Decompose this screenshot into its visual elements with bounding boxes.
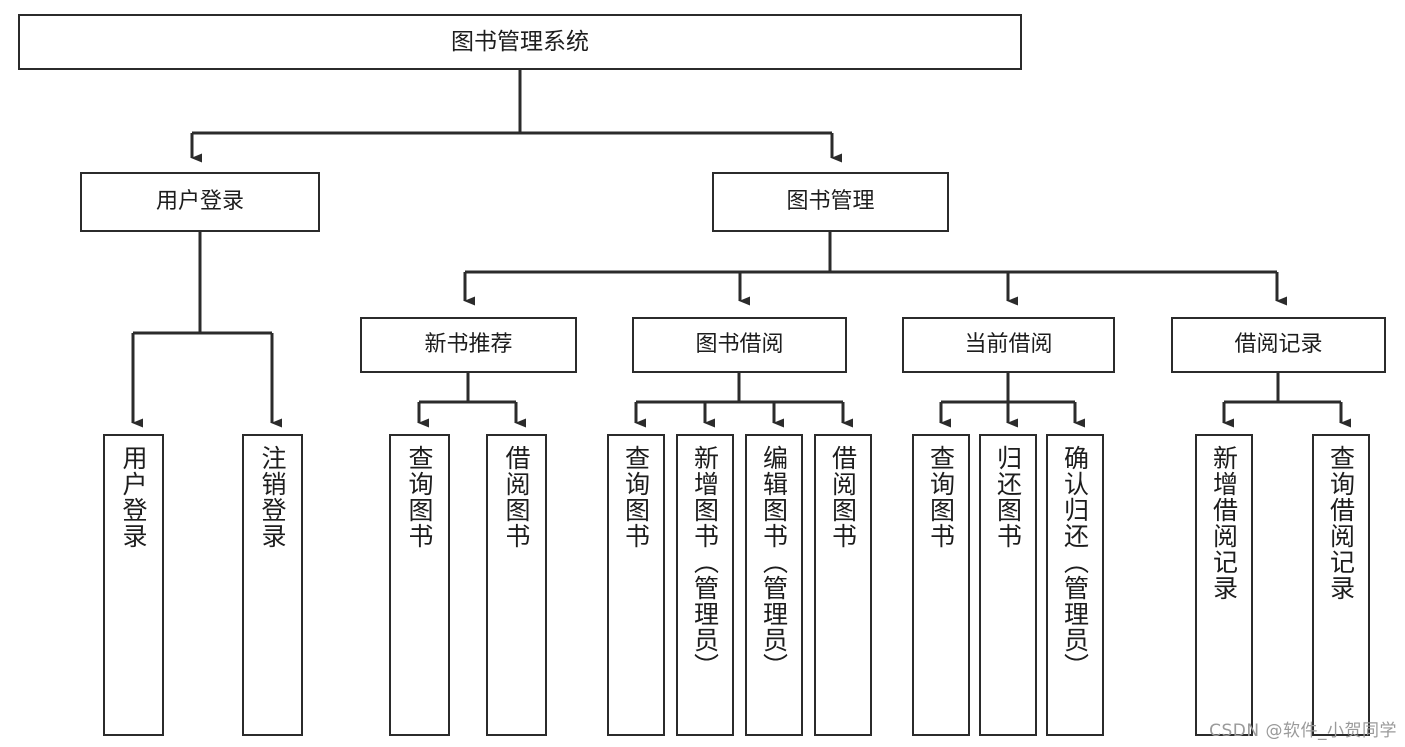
node-current-borrow[interactable]: 当前借阅 [902, 317, 1115, 373]
node-leaf-query-book-3[interactable]: 查询图书 [912, 434, 970, 736]
node-book-borrow[interactable]: 图书借阅 [632, 317, 847, 373]
node-leaf-query-record[interactable]: 查询借阅记录 [1312, 434, 1370, 736]
node-user-login[interactable]: 用户登录 [80, 172, 320, 232]
node-user-login-label: 用户登录 [155, 189, 244, 215]
node-new-book-rec[interactable]: 新书推荐 [360, 317, 577, 373]
node-leaf-borrow-book-2-label: 借阅图书 [828, 445, 858, 549]
node-current-borrow-label: 当前借阅 [964, 332, 1053, 358]
node-leaf-confirm-return[interactable]: 确认归还（管理员） [1046, 434, 1104, 736]
node-leaf-return-book-label: 归还图书 [993, 445, 1023, 549]
node-book-manage[interactable]: 图书管理 [712, 172, 949, 232]
node-borrow-record-label: 借阅记录 [1234, 332, 1323, 358]
node-leaf-edit-book-label: 编辑图书（管理员） [759, 445, 789, 679]
node-book-borrow-label: 图书借阅 [695, 332, 784, 358]
node-borrow-record[interactable]: 借阅记录 [1171, 317, 1386, 373]
node-leaf-user-login-label: 用户登录 [119, 445, 148, 549]
node-leaf-logout[interactable]: 注销登录 [242, 434, 303, 736]
node-leaf-add-book-label: 新增图书（管理员） [690, 445, 720, 679]
node-root-label: 图书管理系统 [451, 28, 589, 55]
node-leaf-add-record-label: 新增借阅记录 [1209, 445, 1239, 601]
csdn-watermark: CSDN @软件_小贺同学 [1209, 721, 1397, 741]
node-leaf-query-record-label: 查询借阅记录 [1326, 445, 1356, 601]
node-leaf-logout-label: 注销登录 [258, 445, 287, 549]
node-leaf-add-book[interactable]: 新增图书（管理员） [676, 434, 734, 736]
node-leaf-borrow-book-2[interactable]: 借阅图书 [814, 434, 872, 736]
node-leaf-edit-book[interactable]: 编辑图书（管理员） [745, 434, 803, 736]
node-book-manage-label: 图书管理 [786, 189, 875, 215]
node-leaf-borrow-book-1[interactable]: 借阅图书 [486, 434, 547, 736]
node-leaf-query-book-3-label: 查询图书 [926, 445, 956, 549]
node-leaf-query-book-1[interactable]: 查询图书 [389, 434, 450, 736]
node-leaf-confirm-return-label: 确认归还（管理员） [1060, 445, 1090, 679]
node-leaf-user-login[interactable]: 用户登录 [103, 434, 164, 736]
node-leaf-query-book-1-label: 查询图书 [405, 445, 434, 549]
node-leaf-return-book[interactable]: 归还图书 [979, 434, 1037, 736]
node-leaf-add-record[interactable]: 新增借阅记录 [1195, 434, 1253, 736]
node-root[interactable]: 图书管理系统 [18, 14, 1022, 70]
node-leaf-query-book-2[interactable]: 查询图书 [607, 434, 665, 736]
node-leaf-query-book-2-label: 查询图书 [621, 445, 651, 549]
node-leaf-borrow-book-1-label: 借阅图书 [502, 445, 531, 549]
node-new-book-rec-label: 新书推荐 [424, 332, 513, 358]
